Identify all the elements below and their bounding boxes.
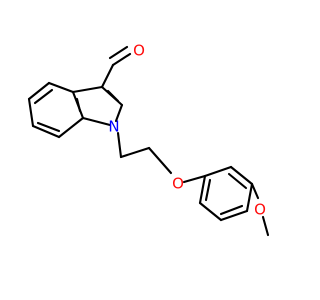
bond-aryl-4 bbox=[219, 209, 249, 222]
aldehyde-oxygen-label: O bbox=[133, 42, 145, 60]
bond-c4-c5 bbox=[27, 81, 51, 101]
bond-aryl-2 bbox=[229, 165, 254, 186]
bond-c3-c3a bbox=[71, 85, 104, 94]
bond-c6-c7 bbox=[31, 124, 61, 139]
bond-c3a-c4 bbox=[47, 81, 75, 94]
bond-cho-o-a bbox=[111, 52, 132, 67]
bond-benzene-inner-a bbox=[33, 88, 54, 105]
bond-c2-n1 bbox=[114, 103, 124, 123]
methoxy-oxygen-label: O bbox=[254, 201, 266, 219]
bond-ch2-ch2 bbox=[119, 146, 151, 159]
bond-o-aryl bbox=[182, 174, 207, 184]
bond-lines bbox=[27, 45, 270, 237]
bond-aryl-inner-b bbox=[219, 204, 244, 216]
indole-nitrogen-label: N bbox=[108, 118, 119, 136]
bond-aryl-inner-c bbox=[204, 178, 212, 202]
bond-methoxy-o-ch3 bbox=[261, 215, 270, 237]
bond-aryl-5 bbox=[198, 201, 223, 222]
bond-n1-ch2 bbox=[116, 131, 123, 159]
bond-c3-cho bbox=[100, 63, 115, 89]
bond-c3-c2-b bbox=[106, 89, 120, 103]
bond-benzene-inner-c bbox=[75, 97, 82, 113]
bond-aryl-1 bbox=[203, 165, 233, 178]
bond-c5-c6 bbox=[27, 97, 35, 128]
ether-oxygen-label: O bbox=[172, 175, 184, 193]
bond-aryl-6 bbox=[198, 174, 207, 205]
bond-aryl-inner-a bbox=[227, 172, 248, 190]
bond-n1-c7a bbox=[81, 116, 112, 127]
bond-cho-o-b bbox=[108, 45, 129, 60]
bond-c7-c7a bbox=[57, 116, 85, 139]
bond-ch2-o bbox=[147, 146, 173, 175]
molecule-structure: O N O O bbox=[27, 42, 270, 237]
molecule-canvas: O N O O bbox=[27, 41, 270, 237]
bond-aryl-methoxy-o bbox=[250, 182, 260, 200]
bond-aryl-3 bbox=[245, 182, 254, 213]
bond-benzene-inner-b bbox=[36, 121, 61, 133]
